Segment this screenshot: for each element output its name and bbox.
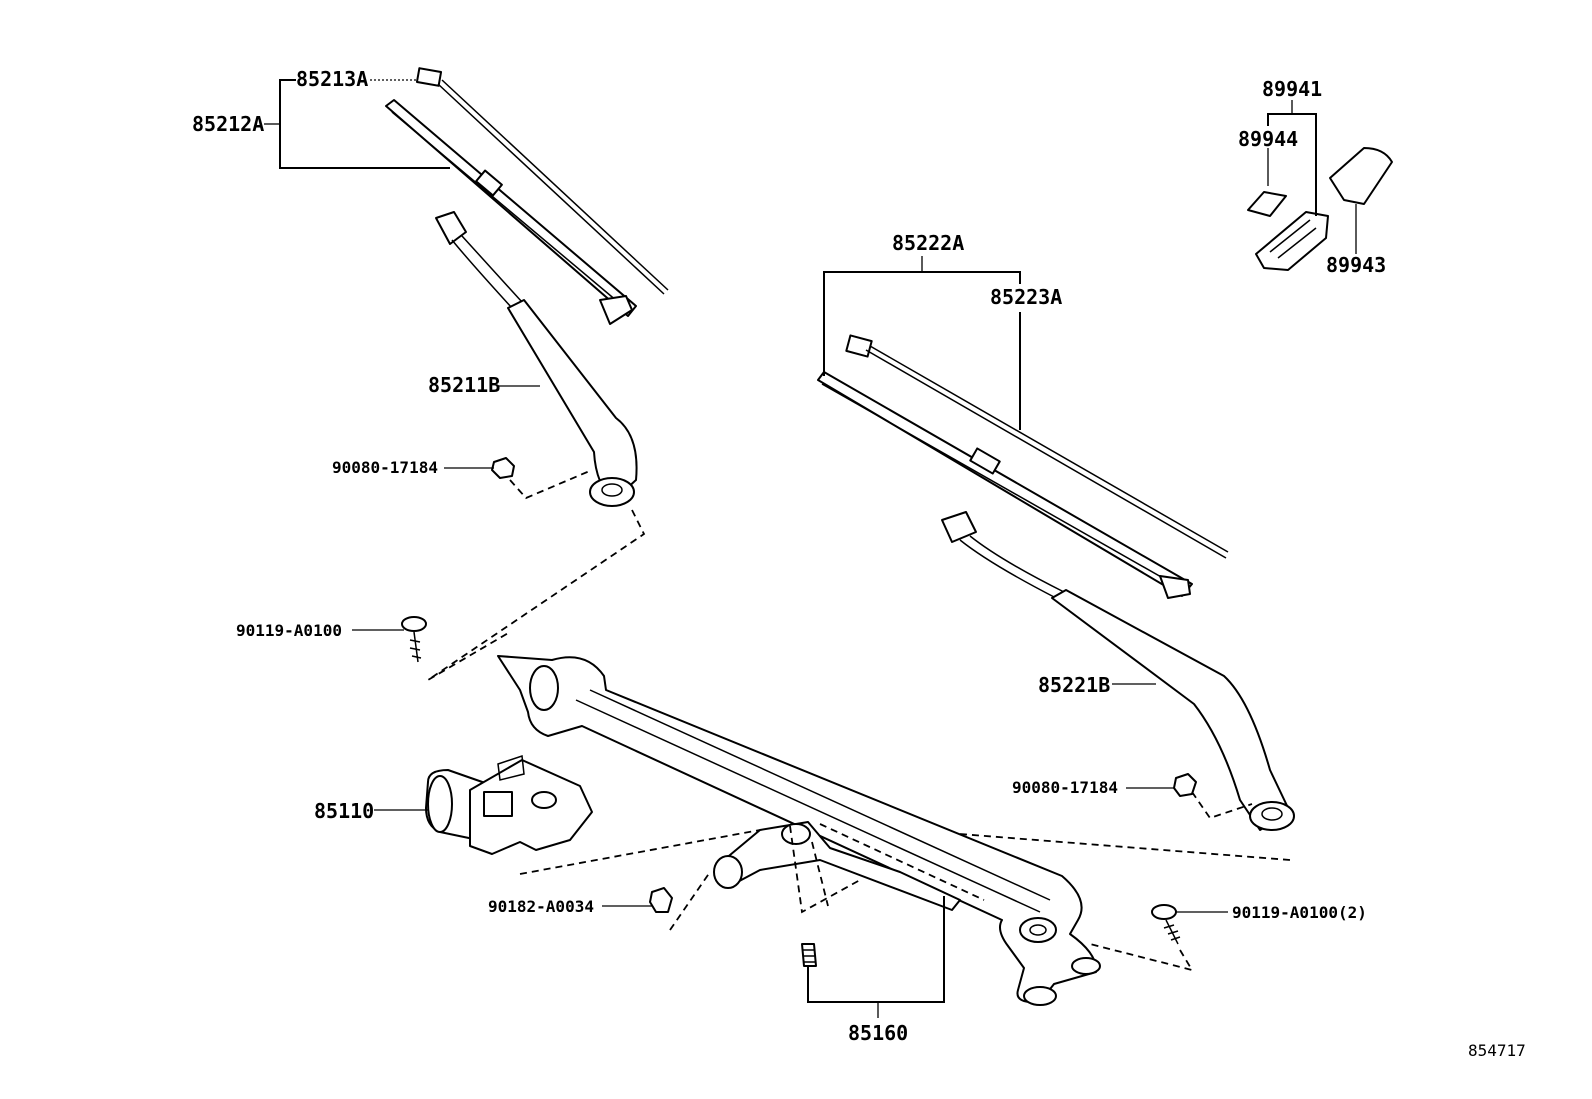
assembly-lines xyxy=(427,469,1291,972)
label-85211B: 85211B xyxy=(428,373,500,397)
wiper-link-assembly[interactable] xyxy=(497,655,1101,1006)
label-85221B: 85221B xyxy=(1038,673,1110,697)
right-wiper-blade[interactable] xyxy=(817,371,1193,599)
label-85160: 85160 xyxy=(848,1021,908,1045)
label-85212A: 85212A xyxy=(192,112,264,136)
callout-labels: 85213A 85212A 85211B 90080-17184 90119-A… xyxy=(192,67,1526,1060)
label-90119-right: 90119-A0100(2) xyxy=(1232,903,1367,922)
left-blade-insert[interactable] xyxy=(415,67,669,295)
label-85222A: 85222A xyxy=(892,231,964,255)
rain-sensor-cover[interactable] xyxy=(1329,147,1393,205)
left-wiper-arm[interactable] xyxy=(435,211,638,507)
label-85223A: 85223A xyxy=(990,285,1062,309)
right-blade-insert[interactable] xyxy=(845,334,1229,559)
left-screw[interactable] xyxy=(401,616,427,663)
rain-sensor-pad[interactable] xyxy=(1247,191,1287,217)
label-90080-right: 90080-17184 xyxy=(1012,778,1118,797)
label-89941: 89941 xyxy=(1262,77,1322,101)
label-90119-left: 90119-A0100 xyxy=(236,621,342,640)
right-screw[interactable] xyxy=(1151,904,1181,945)
link-bolt[interactable] xyxy=(801,943,817,967)
brackets xyxy=(264,79,1357,1018)
label-89943: 89943 xyxy=(1326,253,1386,277)
wiper-motor[interactable] xyxy=(425,754,593,855)
diagram-id: 854717 xyxy=(1468,1041,1526,1060)
label-85213A: 85213A xyxy=(296,67,368,91)
label-90182: 90182-A0034 xyxy=(488,897,594,916)
left-arm-nut[interactable] xyxy=(491,457,515,479)
right-wiper-arm[interactable] xyxy=(941,511,1295,831)
motor-nut[interactable] xyxy=(649,887,673,913)
label-90080-left: 90080-17184 xyxy=(332,458,438,477)
label-85110: 85110 xyxy=(314,799,374,823)
label-89944: 89944 xyxy=(1238,127,1298,151)
rain-sensor-assembly[interactable] xyxy=(1255,211,1329,271)
left-wiper-blade[interactable] xyxy=(385,99,637,325)
